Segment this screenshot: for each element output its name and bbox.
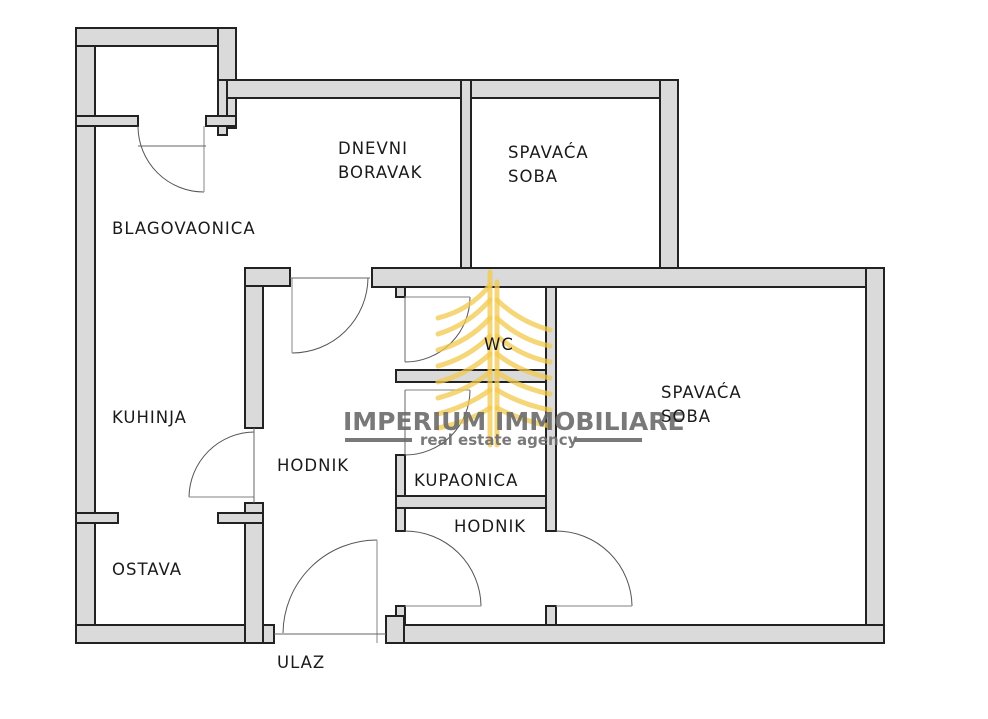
wall-closet-bottom-left <box>75 115 139 127</box>
wall-bath-left <box>395 454 406 532</box>
room-labels: BLAGOVAONICA DNEVNI BORAVAK SPAVAĆA SOBA… <box>112 139 742 672</box>
label-hodnik-2: HODNIK <box>454 517 526 536</box>
label-ulaz: ULAZ <box>277 653 325 672</box>
wall-right <box>865 267 885 644</box>
wall-mid-horizontal <box>371 267 885 288</box>
label-spavaca-soba-2b: SOBA <box>661 407 711 426</box>
door-entrance-arc <box>282 539 378 634</box>
label-blagovaonica: BLAGOVAONICA <box>112 219 256 238</box>
label-wc: WC <box>484 335 514 354</box>
wall-door-jamb-left <box>262 624 275 644</box>
wall-wc-stub-top <box>395 286 406 298</box>
wall-bath-bottom <box>395 495 557 509</box>
label-spavaca-soba-1a: SPAVAĆA <box>508 143 589 162</box>
label-kuhinja: KUHINJA <box>112 408 187 427</box>
label-spavaca-soba-1b: SOBA <box>508 167 558 186</box>
label-kupaonica: KUPAONICA <box>414 471 518 490</box>
door-hall-top-arc <box>291 277 369 354</box>
wall-step <box>217 79 228 136</box>
wall-closet-bottom-right <box>205 115 237 127</box>
wall-hall-left-upper <box>244 267 264 429</box>
wall-living-bedroom <box>460 79 472 287</box>
label-ostava: OSTAVA <box>112 560 182 579</box>
label-hodnik-1: HODNIK <box>277 456 349 475</box>
doors <box>137 125 633 643</box>
door-bedroom2-arc <box>555 530 633 607</box>
walls <box>75 27 885 644</box>
wall-hall-top-left <box>244 267 291 287</box>
watermark-title: IMPERIUM IMMOBILIARE <box>343 407 685 436</box>
wall-door-jamb-right <box>385 615 405 644</box>
wall-ostava-top-right <box>217 512 264 524</box>
label-dnevni-boravak-1: DNEVNI <box>338 139 408 158</box>
door-kitchen-arc <box>188 431 255 498</box>
watermark-subtitle: real estate agency <box>420 431 578 449</box>
wall-bottom-right <box>385 624 885 644</box>
label-spavaca-soba-2a: SPAVAĆA <box>661 383 742 402</box>
door-closet-arc <box>137 125 205 193</box>
label-dnevni-boravak-2: BORAVAK <box>338 163 423 182</box>
wall-bedroom1-right <box>659 79 679 287</box>
wall-ostava-top-left <box>75 512 119 524</box>
watermark-logo: IMPERIUM IMMOBILIARE real estate agency <box>343 269 685 449</box>
wall-top-closet <box>75 27 237 47</box>
wall-top-main <box>217 79 679 99</box>
wall-jamb-hall2-right <box>545 605 557 626</box>
logo-tree-icon <box>435 269 553 448</box>
door-hall2-left-arc <box>404 530 482 607</box>
